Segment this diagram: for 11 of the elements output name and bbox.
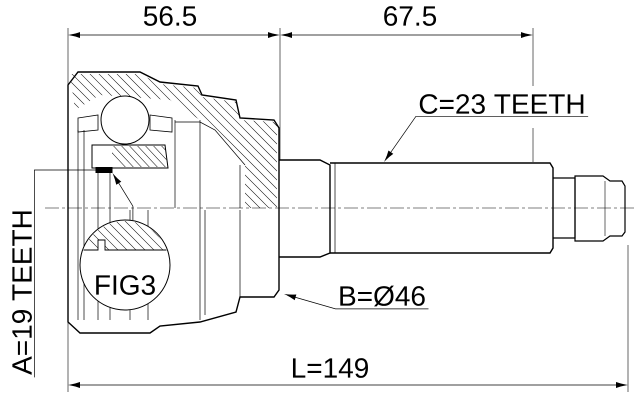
callout-label: A=19 TEETH <box>12 211 32 375</box>
leader-line <box>113 174 134 221</box>
callout-label: C=23 TEETH <box>420 94 584 114</box>
leader-line <box>34 170 96 378</box>
spline-tooth <box>96 167 112 173</box>
leader-line <box>384 116 588 161</box>
dimension-label: 56.5 <box>144 6 196 26</box>
dimension-label: L=149 <box>292 358 368 378</box>
leader-line <box>286 294 429 310</box>
dimension-label: 67.5 <box>384 6 436 26</box>
callout-label: B=Ø46 <box>340 286 425 306</box>
